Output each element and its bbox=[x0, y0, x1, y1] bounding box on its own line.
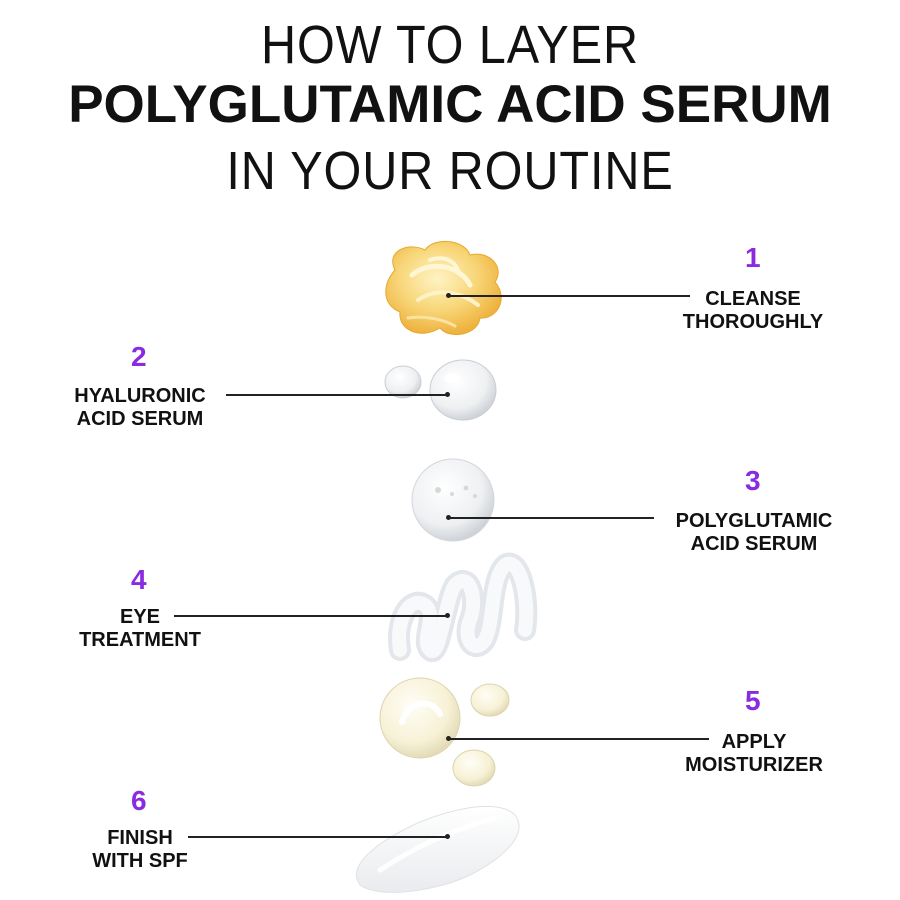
spf-smear bbox=[356, 805, 520, 893]
moisturizer-dollops bbox=[379, 677, 510, 787]
step-2-label-line1: HYALURONIC bbox=[74, 385, 206, 407]
step-2-number: 2 bbox=[131, 341, 147, 372]
step-3-pointer-dot bbox=[446, 515, 451, 520]
step-1-pointer-dot bbox=[446, 293, 451, 298]
step-1-label-line2: THOROUGHLY bbox=[682, 311, 824, 333]
step-6-number: 6 bbox=[131, 785, 147, 816]
step-2-leader-line bbox=[226, 394, 447, 396]
step-6-pointer-dot bbox=[445, 834, 450, 839]
step-1-label: CLEANSE THOROUGHLY bbox=[663, 288, 843, 334]
step-1-leader-line bbox=[449, 295, 690, 297]
step-5-label-line2: MOISTURIZER bbox=[685, 754, 823, 776]
step-5-number: 5 bbox=[745, 685, 761, 716]
step-4-leader-line bbox=[174, 615, 447, 617]
step-6-label-line1: FINISH bbox=[107, 827, 173, 849]
step-6-label: FINISH WITH SPF bbox=[50, 827, 230, 873]
step-4-pointer-dot bbox=[445, 613, 450, 618]
step-5-pointer-dot bbox=[446, 736, 451, 741]
step-5-label: APPLY MOISTURIZER bbox=[664, 731, 844, 777]
hyaluronic-drops bbox=[384, 359, 497, 421]
title-line-1: HOW TO LAYER bbox=[260, 15, 640, 75]
step-5-label-line1: APPLY bbox=[721, 731, 787, 753]
step-4-label-line1: EYE bbox=[119, 606, 161, 628]
cleanser-swirl bbox=[385, 240, 502, 336]
step-3-label-line2: ACID SERUM bbox=[690, 533, 818, 555]
step-2-pointer-dot bbox=[445, 392, 450, 397]
step-1-label-line1: CLEANSE bbox=[705, 288, 801, 310]
step-4-label-line2: TREATMENT bbox=[79, 629, 201, 651]
step-2-label-line2: ACID SERUM bbox=[76, 408, 204, 430]
step-2-label: HYALURONIC ACID SERUM bbox=[50, 385, 230, 431]
step-6-leader-line bbox=[188, 836, 447, 838]
step-1-number: 1 bbox=[745, 242, 761, 273]
step-4-number: 4 bbox=[131, 564, 147, 595]
title-line-2: POLYGLUTAMIC ACID SERUM bbox=[68, 75, 832, 134]
step-5-leader-line bbox=[449, 738, 709, 740]
step-6-label-line2: WITH SPF bbox=[92, 850, 188, 872]
step-3-leader-line bbox=[449, 517, 654, 519]
step-3-label: POLYGLUTAMIC ACID SERUM bbox=[664, 510, 844, 556]
polyglutamic-drop bbox=[411, 458, 495, 542]
step-3-number: 3 bbox=[745, 465, 761, 496]
step-4-label: EYE TREATMENT bbox=[50, 606, 230, 652]
title-line-3: IN YOUR ROUTINE bbox=[226, 141, 674, 201]
eye-treatment-squiggle bbox=[388, 552, 538, 663]
step-3-label-line1: POLYGLUTAMIC bbox=[675, 510, 833, 532]
